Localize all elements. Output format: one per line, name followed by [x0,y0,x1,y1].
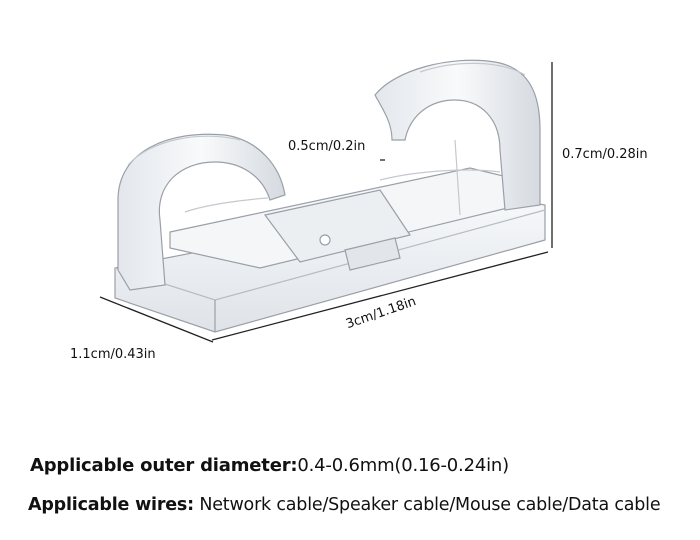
width-dimension-line [99,296,214,343]
left-clip-ring [117,133,286,291]
gap-dimension-label: 0.5cm/0.2in [288,139,366,154]
outer-diameter-spec-label: Applicable outer diameter: [30,455,298,476]
length-dimension-line [211,251,549,341]
clip-body [114,167,546,333]
outer-diameter-spec-value: 0.4-0.6mm(0.16-0.24in) [297,455,509,476]
applicable-wires-spec-value: Network cable/Speaker cable/Mouse cable/… [199,495,661,515]
height-dimension-label: 0.7cm/0.28in [562,147,648,162]
applicable-wires-spec: Applicable wires: Network cable/Speaker … [28,495,661,515]
width-dimension-label: 1.1cm/0.43in [70,347,156,362]
outer-diameter-spec: Applicable outer diameter:0.4-0.6mm(0.16… [30,455,509,476]
dimension-lines [99,62,553,343]
right-clip-ring [374,59,541,216]
applicable-wires-spec-label: Applicable wires: [28,495,194,515]
cable-clip-illustration [99,59,553,343]
